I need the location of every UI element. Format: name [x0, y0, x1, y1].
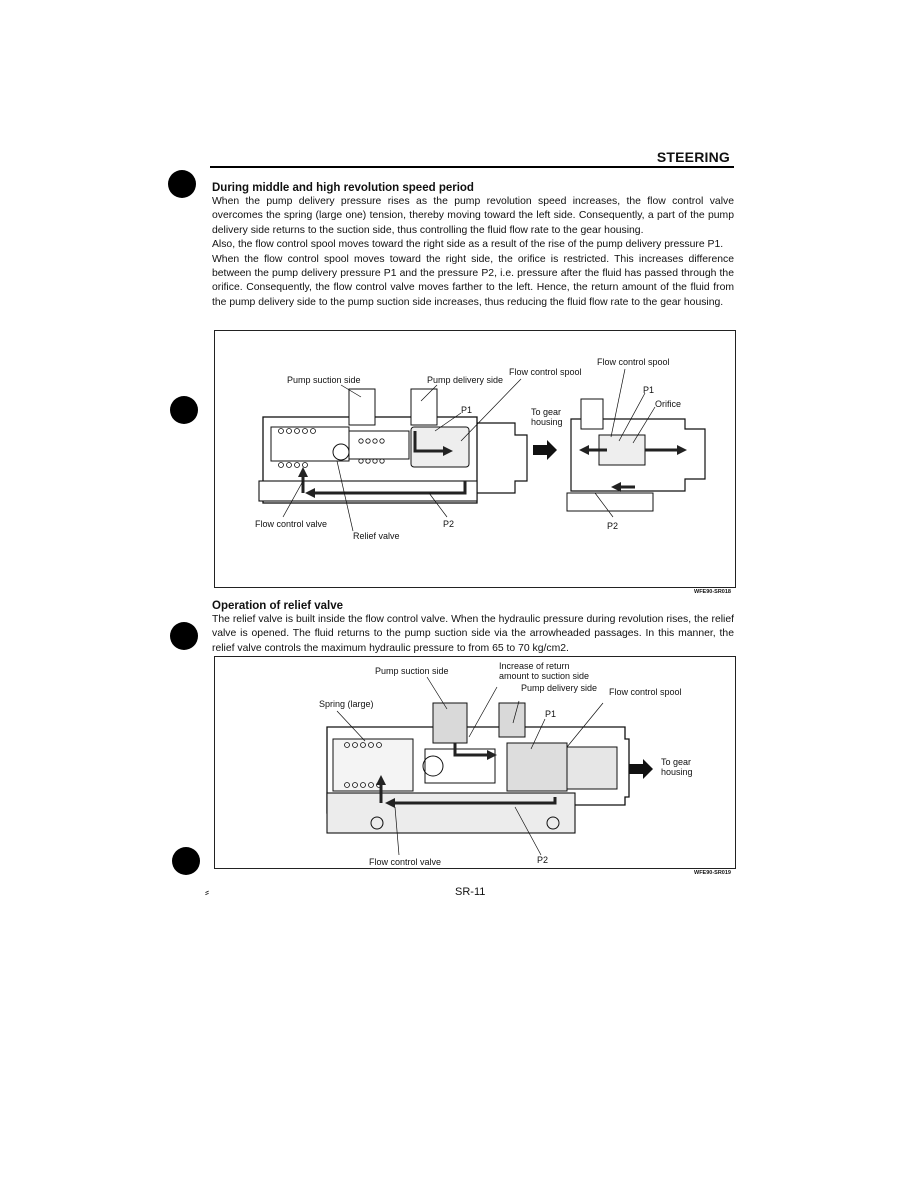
binder-hole [170, 396, 198, 424]
section-heading: During middle and high revolution speed … [212, 182, 474, 194]
label-p1: P1 [461, 405, 472, 415]
label-increase-of-return: Increase of return [499, 661, 570, 671]
section-body: The relief valve is built inside the flo… [212, 613, 734, 656]
label-housing: housing [531, 417, 563, 427]
figure-code: WFE90-SR019 [694, 870, 731, 876]
label-housing: housing [661, 767, 693, 777]
label-flow-control-spool: Flow control spool [609, 687, 682, 697]
label-p2: P2 [537, 855, 548, 865]
paragraph: The relief valve is built inside the flo… [212, 614, 734, 654]
section-body: When the pump delivery pressure rises as… [212, 195, 734, 310]
page-number: SR-11 [455, 886, 486, 898]
binder-hole [170, 622, 198, 650]
label-relief-valve: Relief valve [353, 531, 400, 541]
label-p1: P1 [643, 385, 654, 395]
label-orifice: Orifice [655, 399, 681, 409]
label-to-gear: To gear [531, 407, 561, 417]
section-title: STEERING [656, 149, 730, 165]
relief-valve-illustration: Pump suction side Increase of return amo… [319, 661, 693, 867]
figure-relief-valve-diagram: Pump suction side Increase of return amo… [214, 656, 736, 869]
label-pump-suction-side: Pump suction side [375, 666, 449, 676]
binder-hole [172, 847, 200, 875]
label-pump-suction-side: Pump suction side [287, 375, 361, 385]
label-to-gear: To gear [661, 757, 691, 767]
label-pump-delivery-side: Pump delivery side [521, 683, 597, 693]
binder-hole [168, 170, 196, 198]
label-pump-delivery-side: Pump delivery side [427, 375, 503, 385]
header-divider [210, 166, 734, 168]
figure-flow-control-diagram: Flow control spool Flow control spool Pu… [214, 330, 736, 588]
label-flow-control-spool: Flow control spool [597, 357, 670, 367]
label-flow-control-spool: Flow control spool [509, 367, 582, 377]
label-p1: P1 [545, 709, 556, 719]
paragraph: Also, the flow control spool moves towar… [212, 239, 724, 251]
paragraph: When the pump delivery pressure rises as… [212, 196, 734, 236]
flow-control-valve-illustration: Flow control spool Flow control spool Pu… [255, 357, 706, 541]
label-p2: P2 [443, 519, 454, 529]
scan-mark: ⸗ [205, 885, 209, 899]
paragraph: When the flow control spool moves toward… [212, 253, 734, 308]
label-p2: P2 [607, 521, 618, 531]
label-spring-large: Spring (large) [319, 699, 374, 709]
section-heading: Operation of relief valve [212, 600, 344, 612]
label-flow-control-valve: Flow control valve [255, 519, 327, 529]
label-amount-to-suction-side: amount to suction side [499, 671, 589, 681]
label-flow-control-valve: Flow control valve [369, 857, 441, 867]
figure-code: WFE90-SR018 [694, 589, 731, 595]
